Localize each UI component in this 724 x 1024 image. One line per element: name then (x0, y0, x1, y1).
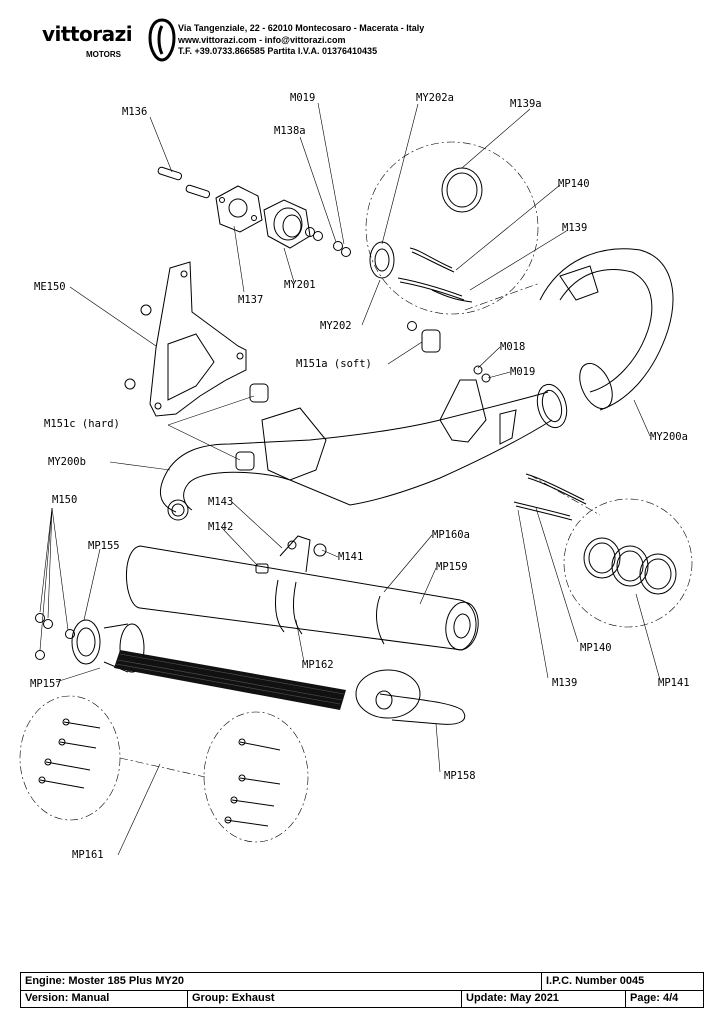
label-my200a: MY200a (650, 431, 688, 443)
label-mp141: MP141 (658, 677, 690, 689)
label-my202: MY202 (320, 320, 352, 332)
group-field: Group: Exhaust (187, 990, 461, 1007)
m151a-mount (421, 329, 441, 353)
nut-me150-bottom (124, 378, 136, 390)
m151c-mounts (235, 383, 269, 471)
brand-subtitle: MOTORS (86, 50, 121, 59)
m150-nuts (35, 613, 75, 660)
title-block-row-2: Version: Manual Group: Exhaust Update: M… (21, 990, 703, 1007)
nuts-m138a (305, 227, 351, 257)
label-mp161: MP161 (72, 849, 104, 861)
mp162-band (279, 535, 327, 573)
label-mp157: MP157 (30, 678, 62, 690)
mp161-rivets-left (38, 718, 101, 789)
page-header: vittorazi MOTORS Via Tangenziale, 22 - 6… (0, 0, 724, 70)
exploded-view-drawing: M136 M019 M138a MY202a M139a MP140 M139 … (19, 92, 693, 861)
label-m151a: M151a (soft) (296, 358, 372, 370)
label-m139a: M139a (510, 98, 542, 110)
label-my200b: MY200b (48, 456, 86, 468)
me150-bracket (149, 261, 247, 417)
mp159-silencer (126, 545, 479, 651)
label-mp158: MP158 (444, 770, 476, 782)
ipc-number-field: I.P.C. Number 0045 (541, 973, 703, 990)
m136-pins (157, 166, 211, 199)
detail-circle-right (563, 498, 693, 628)
my202-collar (369, 241, 395, 279)
label-me150: ME150 (34, 281, 66, 293)
vittorazi-logo: vittorazi MOTORS (42, 18, 177, 68)
leader-lines (39, 102, 661, 856)
label-m139-bottom: M139 (552, 677, 577, 689)
label-my201: MY201 (284, 279, 316, 291)
mp158-tailpipe (355, 669, 466, 725)
m142-bolt (255, 563, 269, 574)
brand-name: vittorazi (42, 22, 133, 46)
label-m019-mid: M019 (510, 366, 535, 378)
label-m138a: M138a (274, 125, 306, 137)
logo-mark-icon (148, 18, 176, 62)
company-address: Via Tangenziale, 22 - 62010 Montecosaro … (178, 23, 424, 58)
label-mp140-top: MP140 (558, 178, 590, 190)
label-m142: M142 (208, 521, 233, 533)
label-m019-top: M019 (290, 92, 315, 104)
contact-line: www.vittorazi.com - info@vittorazi.com (178, 34, 346, 45)
m137-flange (215, 185, 263, 233)
label-m150: M150 (52, 494, 77, 506)
mp161-rivets-right (224, 738, 281, 827)
label-mp140-bottom: MP140 (580, 642, 612, 654)
my201-manifold (263, 199, 311, 249)
title-block: Engine: Moster 185 Plus MY20 I.P.C. Numb… (20, 972, 704, 1008)
label-mp159: MP159 (436, 561, 468, 573)
nut-m019-mid (481, 373, 491, 383)
phone-vat-line: T.F. +39.0733.866585 Partita I.V.A. 0137… (178, 46, 378, 56)
engine-field: Engine: Moster 185 Plus MY20 (25, 975, 184, 987)
springs-bottom (513, 473, 587, 521)
label-m137: M137 (238, 294, 263, 306)
address-line: Via Tangenziale, 22 - 62010 Montecosaro … (178, 23, 425, 33)
springs-top (397, 247, 473, 303)
label-m151c: M151c (hard) (44, 418, 120, 430)
detail-ellipse-rivets-left (19, 695, 121, 821)
label-mp155: MP155 (88, 540, 120, 552)
detail-ellipse-rivets-right (203, 711, 309, 843)
label-m141: M141 (338, 551, 363, 563)
page-field: Page: 4/4 (625, 990, 703, 1007)
m139a-clip (441, 167, 483, 213)
label-m143: M143 (208, 496, 233, 508)
update-field: Update: May 2021 (461, 990, 625, 1007)
label-mp162: MP162 (302, 659, 334, 671)
version-field: Version: Manual (25, 992, 110, 1004)
label-mp160a: MP160a (432, 529, 470, 541)
mp141-clips (583, 537, 677, 595)
label-m139-top: M139 (562, 222, 587, 234)
my200-pipe (160, 248, 674, 521)
label-my202a: MY202a (416, 92, 454, 104)
nut-m018 (473, 365, 483, 375)
label-m136: M136 (122, 106, 147, 118)
label-m018: M018 (500, 341, 525, 353)
mp157-sleeve (114, 650, 346, 710)
detail-circle-top (365, 141, 539, 315)
title-block-row-1: Engine: Moster 185 Plus MY20 I.P.C. Numb… (21, 973, 703, 991)
nut-me150-top (140, 304, 152, 316)
